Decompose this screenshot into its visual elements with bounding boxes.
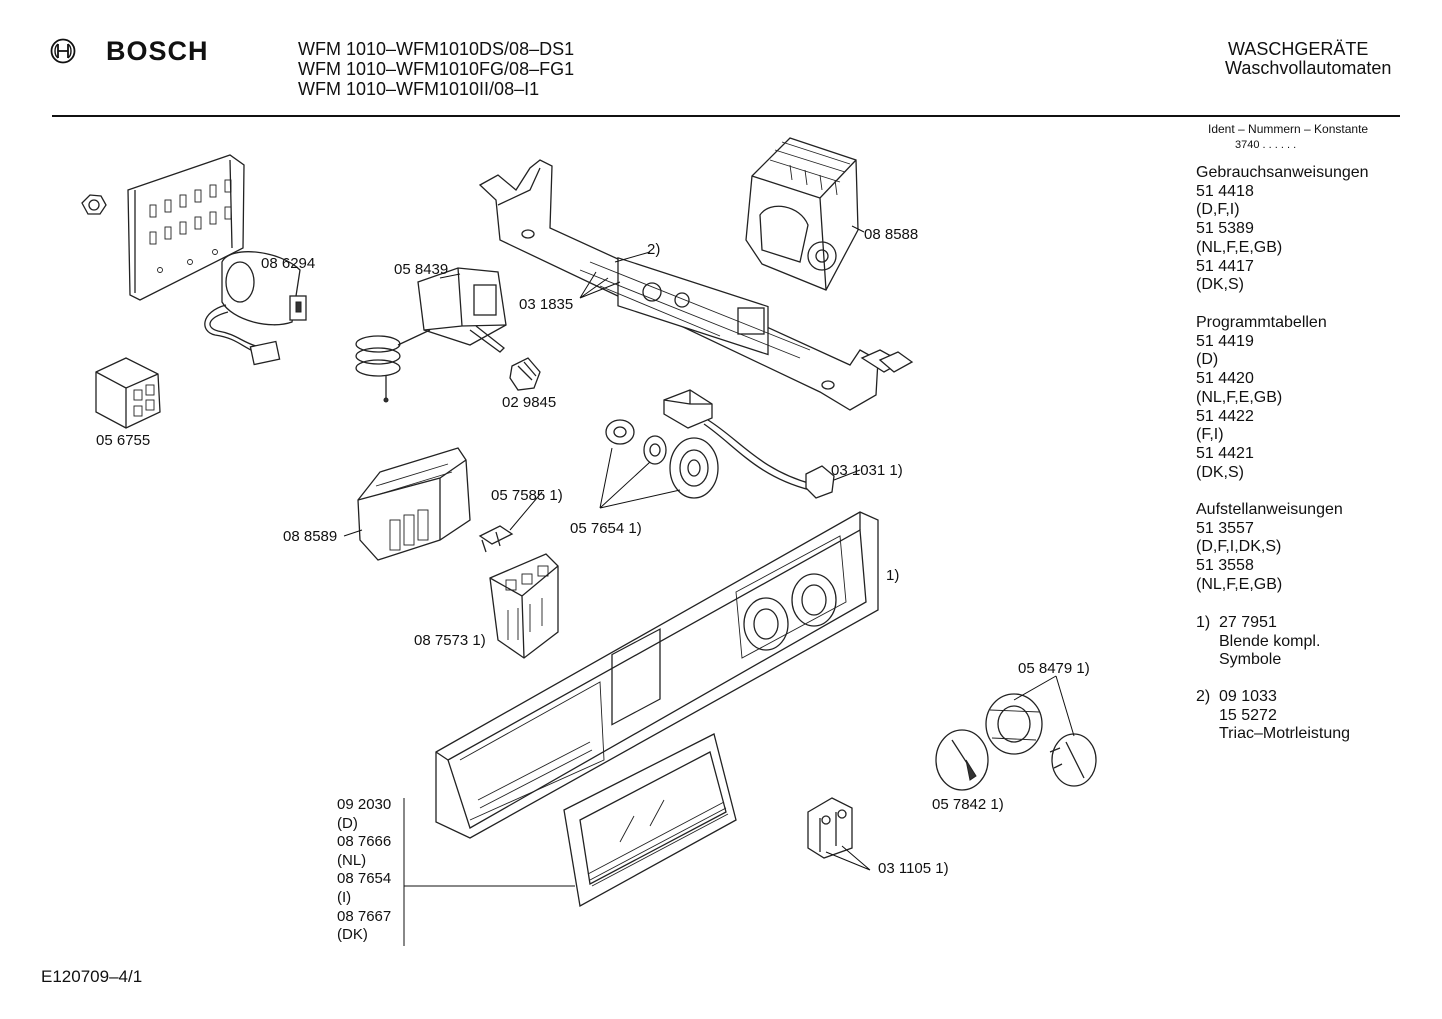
note-line: 27 7951 — [1219, 614, 1277, 631]
header-divider — [52, 115, 1400, 117]
variant-line: 09 2030 — [337, 796, 392, 813]
section-line: 51 5389 — [1196, 220, 1254, 238]
section-line: 51 4417 — [1196, 257, 1254, 275]
note-marker: 2) — [1196, 688, 1211, 705]
part-label-087573: 08 7573 1) — [414, 632, 486, 649]
part-label-058479: 05 8479 1) — [1018, 660, 1090, 677]
variant-line: (DK) — [337, 926, 368, 944]
capacitor-part — [204, 251, 307, 366]
note-line: 15 5272 — [1219, 706, 1277, 724]
bearing-ring-part — [605, 419, 719, 499]
section-line: 51 4421 — [1196, 444, 1254, 462]
section-line: (NL,F,E,GB) — [1196, 388, 1283, 406]
section-line: (DK,S) — [1196, 463, 1244, 481]
section-line: (D,F,I,DK,S) — [1196, 538, 1282, 556]
sidebar-section-installation: Aufstellanweisungen 51 3557 (D,F,I,DK,S)… — [1196, 501, 1343, 595]
note-marker: 1) — [1196, 614, 1211, 631]
section-line: (NL,F,E,GB) — [1196, 575, 1283, 593]
part-label-note-2: 2) — [647, 241, 661, 258]
part-label-088588: 08 8588 — [864, 226, 919, 243]
section-title: Gebrauchsanweisungen — [1196, 164, 1369, 181]
part-label-031031: 03 1031 1) — [831, 462, 903, 479]
variant-line: 08 7666 — [337, 833, 392, 851]
electronics-carrier-part — [478, 159, 914, 411]
model-line-3: WFM 1010–WFM1010II/08–I1 — [298, 79, 540, 99]
temperature-knob-part — [1049, 733, 1097, 787]
part-label-029845: 02 9845 — [502, 394, 557, 411]
note-line: Blende kompl. — [1219, 632, 1321, 650]
section-line: 51 3557 — [1196, 519, 1254, 537]
part-label-057654: 05 7654 1) — [570, 520, 642, 537]
selector-knob-part — [935, 729, 989, 791]
knob-ring-part — [985, 693, 1043, 755]
category-subtitle: Waschvollautomaten — [1225, 58, 1392, 78]
suppressor-part — [95, 357, 161, 429]
part-label-031835: 03 1835 — [519, 296, 574, 313]
note-line: 09 1033 — [1219, 688, 1277, 705]
panel-cover-part — [563, 733, 737, 908]
variant-line: (D) — [337, 814, 358, 832]
part-label-056755: 05 6755 — [96, 432, 151, 449]
panel-cover-variant-list: 09 2030 (D) 08 7666 (NL) 08 7654 (I) 08 … — [337, 796, 391, 945]
variant-line: (NL) — [337, 851, 367, 869]
sidebar-section-usage: Gebrauchsanweisungen 51 4418 (D,F,I) 51 … — [1196, 164, 1369, 295]
ident-label: Ident – Nummern – Konstante — [1208, 122, 1369, 136]
section-line: 51 4418 — [1196, 182, 1254, 200]
program-selector-part — [489, 553, 559, 659]
sidebar-note-2: 2) 09 1033 15 5272 Triac–Motrleistung — [1196, 688, 1350, 742]
section-line: (NL,F,E,GB) — [1196, 238, 1283, 256]
mounting-bracket-part — [127, 154, 245, 301]
brand-name: BOSCH — [106, 36, 209, 66]
spring-clip-part — [478, 525, 514, 553]
control-panel-part — [435, 511, 879, 839]
section-line: 51 4422 — [1196, 407, 1254, 425]
push-button-part — [807, 797, 853, 859]
section-line: (F,I) — [1196, 426, 1224, 444]
part-label-086294: 08 6294 — [261, 255, 316, 272]
nut-part — [81, 194, 107, 215]
section-line: (D) — [1196, 351, 1219, 369]
variant-line: 08 7667 — [337, 907, 392, 925]
section-line: (DK,S) — [1196, 276, 1244, 294]
programmer-module-part — [745, 137, 859, 291]
pressure-switch-part — [355, 267, 507, 403]
section-title: Aufstellanweisungen — [1196, 501, 1343, 518]
part-label-057842: 05 7842 1) — [932, 796, 1004, 813]
section-line: 51 4419 — [1196, 332, 1254, 350]
model-line-2: WFM 1010–WFM1010FG/08–FG1 — [298, 59, 575, 79]
drawing-code: E120709–4/1 — [41, 967, 143, 986]
part-label-057585: 05 7585 1) — [491, 487, 563, 504]
note-line: Triac–Motrleistung — [1219, 725, 1351, 743]
category-title: WASCHGERÄTE — [1228, 39, 1369, 59]
model-line-1: WFM 1010–WFM1010DS/08–DS1 — [298, 39, 575, 59]
section-line: (D,F,I) — [1196, 201, 1240, 219]
leader-lines — [343, 225, 1075, 946]
variant-line: (I) — [337, 888, 352, 906]
sidebar-note-1: 1) 27 7951 Blende kompl. Symbole — [1196, 614, 1320, 668]
section-line: 51 3558 — [1196, 557, 1254, 575]
part-label-088589: 08 8589 — [283, 528, 338, 545]
electronic-module-part — [357, 447, 471, 561]
ident-value: 3740 . . . . . . — [1235, 139, 1297, 151]
section-title: Programmtabellen — [1196, 314, 1327, 331]
part-label-note-1: 1) — [886, 567, 900, 584]
part-label-031105: 03 1105 1) — [878, 860, 949, 877]
section-line: 51 4420 — [1196, 370, 1254, 388]
plug-cable-part — [663, 389, 835, 499]
sidebar-section-programs: Programmtabellen 51 4419 (D) 51 4420 (NL… — [1196, 314, 1327, 482]
connector-part — [509, 357, 541, 391]
note-line: Symbole — [1219, 651, 1282, 669]
variant-line: 08 7654 — [337, 870, 392, 888]
bosch-logo-icon — [50, 38, 76, 64]
part-label-058439: 05 8439 — [394, 261, 449, 278]
